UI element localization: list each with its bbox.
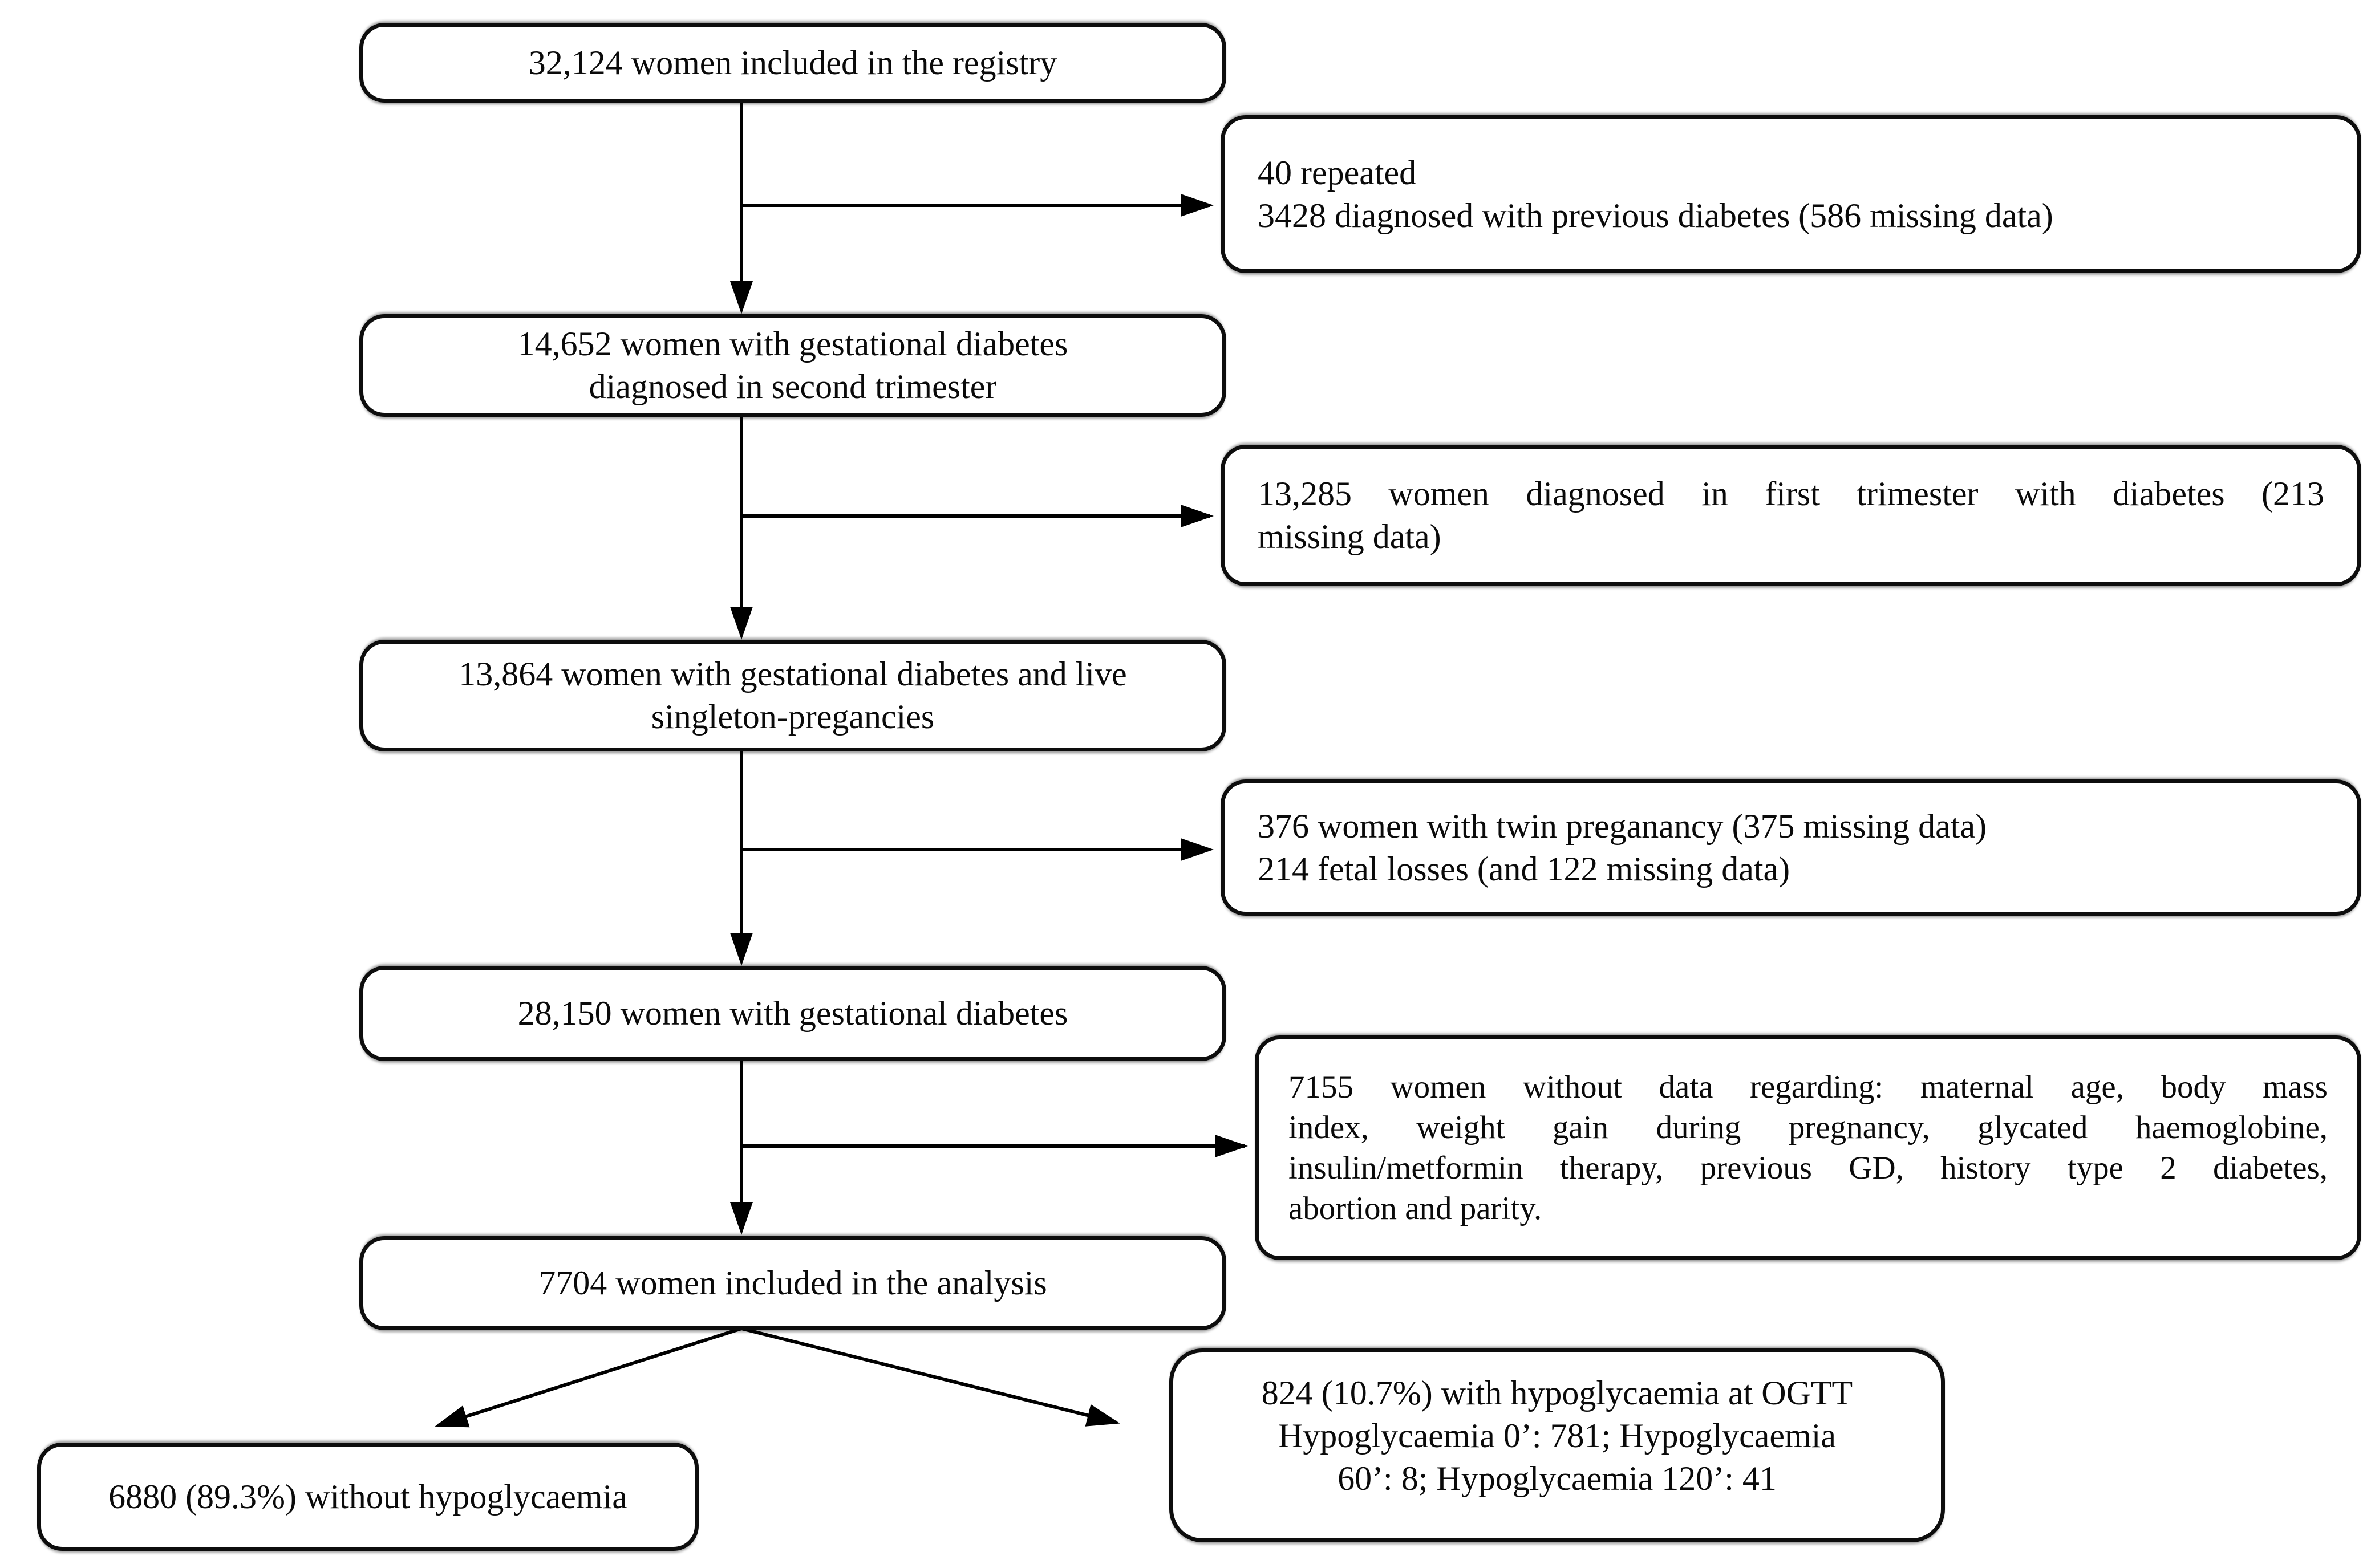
outcome-box-without-hypoglycaemia: 6880 (89.3%) without hypoglycaemia	[37, 1443, 699, 1551]
flow-box-registry: 32,124 women included in the registry	[359, 23, 1226, 103]
exclusion-box-first-trimester-text: missing data)	[1258, 518, 1441, 555]
exclusion-box-missing-covariates: 7155 women without data regarding: mater…	[1255, 1035, 2361, 1260]
exclusion-box-first-trimester-text: 13,285 women diagnosed in first trimeste…	[1258, 475, 2324, 513]
flow-box-registry-text: 32,124 women included in the registry	[528, 43, 1057, 82]
arrow-analysis-to-with-hypo	[741, 1327, 1120, 1427]
outcome-box-with-hypoglycaemia-text: Hypoglycaemia 0’: 781; Hypoglycaemia	[1278, 1417, 1837, 1455]
exclusion-box-missing-covariates-text: 7155 women without data regarding: mater…	[1288, 1069, 2328, 1105]
flow-box-second-trimester: 14,652 women with gestational diabetes d…	[359, 314, 1226, 417]
flow-box-analysis: 7704 women included in the analysis	[359, 1236, 1226, 1330]
exclusion-box-repeated-text: 3428 diagnosed with previous diabetes (5…	[1258, 196, 2053, 234]
flow-box-singleton-text: 13,864 women with gestational diabetes a…	[459, 655, 1127, 693]
flow-box-gestational: 28,150 women with gestational diabetes	[359, 966, 1226, 1061]
exclusion-box-twin-fetal-text: 376 women with twin preganancy (375 miss…	[1258, 807, 1987, 845]
exclusion-box-repeated: 40 repeated 3428 diagnosed with previous…	[1221, 115, 2361, 273]
exclusion-box-missing-covariates-text: abortion and parity.	[1288, 1191, 1542, 1227]
flow-box-analysis-text: 7704 women included in the analysis	[538, 1264, 1047, 1302]
flow-box-singleton: 13,864 women with gestational diabetes a…	[359, 640, 1226, 751]
outcome-box-with-hypoglycaemia-text: 824 (10.7%) with hypoglycaemia at OGTT	[1261, 1374, 1853, 1412]
exclusion-box-missing-covariates-text: insulin/metformin therapy, previous GD, …	[1288, 1150, 2328, 1186]
outcome-box-with-hypoglycaemia-text: 60’: 8; Hypoglycaemia 120’: 41	[1338, 1460, 1777, 1497]
flow-box-gestational-text: 28,150 women with gestational diabetes	[517, 994, 1068, 1032]
outcome-box-with-hypoglycaemia: 824 (10.7%) with hypoglycaemia at OGTT H…	[1169, 1348, 1945, 1542]
exclusion-box-twin-fetal: 376 women with twin preganancy (375 miss…	[1221, 779, 2361, 916]
flow-box-singleton-text: singleton-pregancies	[651, 698, 935, 736]
exclusion-box-missing-covariates-text: index, weight gain during pregnancy, gly…	[1288, 1109, 2328, 1145]
exclusion-box-first-trimester: 13,285 women diagnosed in first trimeste…	[1221, 445, 2361, 586]
flow-box-second-trimester-text: 14,652 women with gestational diabetes	[517, 325, 1068, 363]
outcome-box-without-hypoglycaemia-text: 6880 (89.3%) without hypoglycaemia	[108, 1477, 627, 1516]
exclusion-box-twin-fetal-text: 214 fetal losses (and 122 missing data)	[1258, 850, 1790, 888]
flow-box-second-trimester-text: diagnosed in second trimester	[589, 368, 997, 405]
arrow-analysis-to-without-hypo	[435, 1327, 742, 1428]
exclusion-box-repeated-text: 40 repeated	[1258, 153, 1417, 192]
